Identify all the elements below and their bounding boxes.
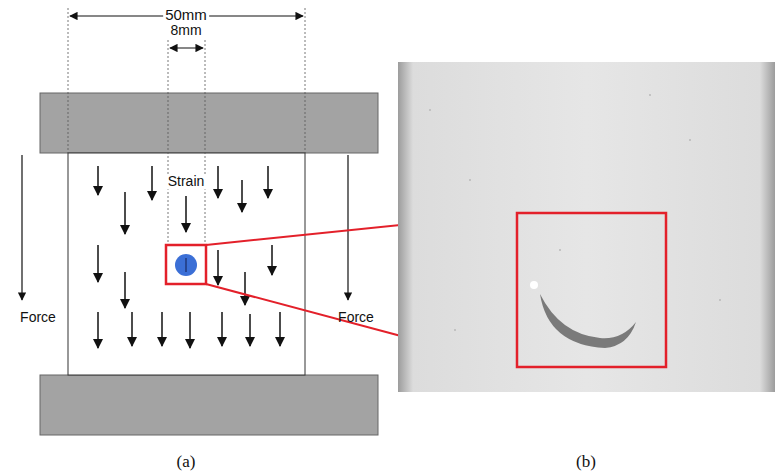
pore [530, 281, 538, 289]
dimension-guides [68, 8, 305, 245]
strain-arrow [267, 166, 269, 198]
guide-line [205, 40, 206, 245]
strain-label: Strain [166, 174, 207, 189]
strain-arrow [124, 192, 126, 234]
speckle [559, 249, 561, 251]
force-arrow [347, 155, 348, 300]
strain-arrow [97, 245, 99, 282]
force-label: Force [336, 310, 376, 325]
panel-label: (b) [574, 453, 598, 472]
dimension-label: 8mm [168, 23, 203, 38]
strain-arrow [97, 312, 99, 348]
force-label: Force [18, 310, 58, 325]
strain-arrow [241, 180, 243, 212]
speckle [689, 139, 691, 141]
strain-arrow [279, 312, 281, 346]
strain-arrow [189, 312, 191, 348]
strain-arrow [97, 166, 99, 195]
strain-arrow [244, 272, 246, 305]
bottom-plate [40, 375, 378, 435]
strain-arrow [151, 166, 153, 200]
speckle [454, 329, 456, 331]
crack [540, 294, 636, 348]
strain-arrow [217, 166, 219, 198]
dimension-label: 50mm [163, 7, 209, 24]
strain-arrows [98, 166, 280, 348]
speckle [719, 299, 721, 301]
strain-arrow [249, 314, 251, 346]
speckle [429, 109, 431, 111]
panel-label: (a) [175, 453, 198, 472]
inclusion-dimension [170, 47, 203, 48]
strain-arrow [185, 196, 187, 232]
force-arrow [21, 155, 22, 300]
speckle [649, 94, 651, 96]
guide-line [68, 8, 69, 153]
strain-arrow [124, 272, 126, 308]
inclusion [175, 254, 197, 276]
guide-line [305, 8, 306, 153]
strain-arrow [221, 312, 223, 346]
inclusion-mark [185, 258, 186, 272]
strain-arrow [217, 250, 219, 285]
strain-arrow [271, 245, 273, 275]
ct-image [398, 62, 775, 392]
strain-arrow [161, 312, 163, 346]
top-plate [40, 93, 378, 153]
zoom-box [166, 245, 206, 284]
specimen [68, 153, 305, 375]
speckle [469, 179, 471, 181]
strain-arrow [131, 312, 133, 346]
zoom-region [517, 213, 666, 367]
guide-line [168, 40, 169, 245]
